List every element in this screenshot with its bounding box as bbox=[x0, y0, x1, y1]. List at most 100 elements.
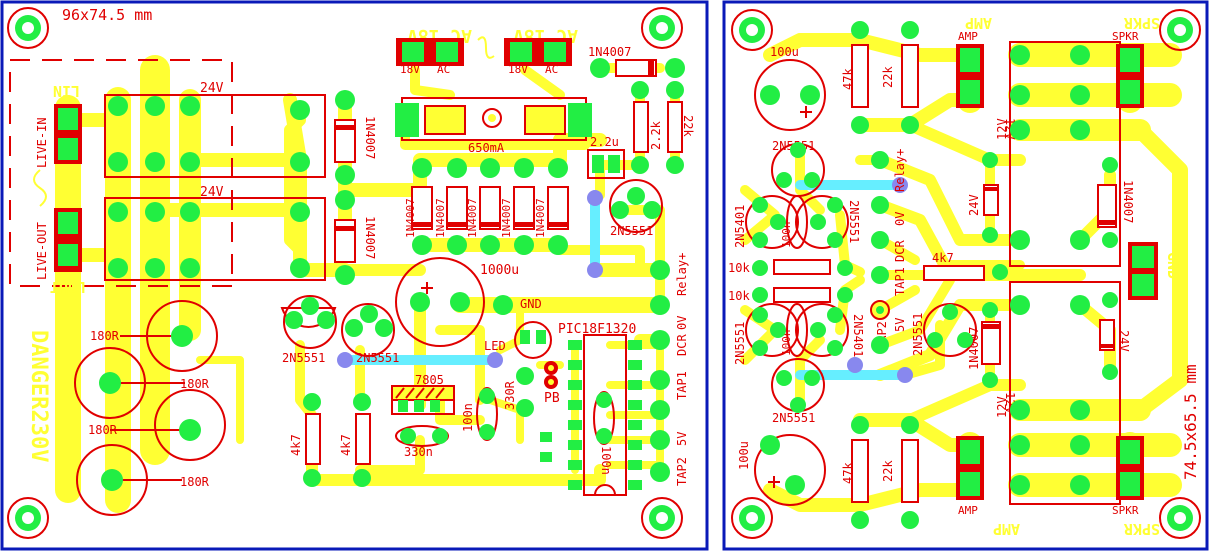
mounting-hole bbox=[641, 497, 683, 539]
res-label: 4k7 bbox=[339, 434, 353, 456]
spkr-label: SPKR bbox=[1112, 30, 1139, 43]
res-22k: 22k bbox=[667, 101, 695, 153]
amp-label: AMP bbox=[958, 30, 978, 43]
conn-label: TAP2 bbox=[675, 457, 689, 486]
terminal-label: 18V bbox=[508, 63, 528, 76]
lin-label: LIN bbox=[53, 82, 80, 100]
res-label: 330R bbox=[503, 380, 517, 410]
live-out-label: LIVE-OUT bbox=[35, 222, 49, 280]
fuse-label: 650mA bbox=[468, 141, 505, 155]
pb-header bbox=[544, 361, 558, 389]
zener-label: 24V bbox=[967, 194, 981, 216]
mounting-hole bbox=[641, 7, 683, 49]
relay-voltage: 24V bbox=[200, 81, 224, 96]
led-label: LED bbox=[484, 339, 506, 353]
diode-label: 1N4007 bbox=[534, 198, 547, 238]
right-pads bbox=[752, 21, 1118, 529]
amp-silk: AMP bbox=[965, 14, 992, 32]
res-label: 10k bbox=[728, 289, 750, 303]
cap-label: 1000u bbox=[480, 263, 519, 278]
diode-top: 1N4007 bbox=[588, 45, 657, 77]
res-4k7: 4k7 bbox=[923, 251, 985, 281]
pic-mcu: PIC18F1320 bbox=[558, 322, 636, 496]
conn-label: DCR bbox=[893, 240, 907, 262]
cap-label: 100n bbox=[461, 403, 475, 432]
r180-label: 180R bbox=[90, 329, 120, 343]
diode-top: 1N4007 bbox=[1097, 180, 1135, 228]
r180-label: 180R bbox=[180, 475, 210, 489]
right-board: 74.5x65.5 mm 12V 12V 12V 12V AMP AMP SPK… bbox=[722, 0, 1209, 551]
res-22k-top: 22k bbox=[881, 44, 919, 108]
r180-label: 180R bbox=[180, 377, 210, 391]
diode-label: 1N4007 bbox=[588, 45, 631, 59]
diode-label: 1N4007 bbox=[1121, 180, 1135, 223]
res-10k-b: 10k bbox=[728, 287, 831, 303]
transistor-left2: 2N5551 bbox=[341, 303, 399, 365]
left-vias bbox=[337, 190, 603, 368]
spkr-silk: SPKR bbox=[1123, 14, 1160, 32]
res-22k-bottom: 22k bbox=[881, 439, 919, 503]
r330: 330R bbox=[503, 380, 517, 410]
live-in-connector: LIN LIVE-IN bbox=[35, 82, 82, 168]
relay-voltage: 24V bbox=[200, 185, 224, 200]
res-4k7-b: 4k7 bbox=[339, 413, 371, 465]
res-label: 10k bbox=[728, 261, 750, 275]
left-jumpers bbox=[340, 190, 600, 365]
conn-label: 0V bbox=[675, 316, 689, 330]
cap-label: 100n bbox=[599, 446, 613, 475]
cap-label: 100u bbox=[770, 45, 799, 59]
trans-label: 2N5551 bbox=[610, 224, 653, 238]
zener-label: 24V bbox=[1117, 330, 1131, 352]
relay-bottom-outline bbox=[1009, 281, 1121, 505]
cap-100u-bottom: 100u bbox=[737, 434, 826, 506]
conn-label: TAP1 bbox=[893, 267, 907, 296]
conn-label: Relay+ bbox=[893, 149, 907, 192]
cap-label: 330n bbox=[404, 445, 433, 459]
trans-label: 2N5401 bbox=[733, 205, 747, 248]
conn-label: DCR bbox=[675, 334, 689, 356]
fuse-holder: 650mA bbox=[395, 97, 592, 155]
res-label: 4k7 bbox=[932, 251, 954, 265]
relay-voltage: 12V bbox=[995, 118, 1009, 140]
led: LED bbox=[484, 321, 552, 359]
rect-diode: 1N4007 bbox=[434, 186, 468, 238]
diode-label: 1N4007 bbox=[404, 198, 417, 238]
rect-diode: 1N4007 bbox=[466, 186, 501, 238]
mounting-hole bbox=[1159, 497, 1201, 539]
conn-label: 0V bbox=[893, 212, 907, 226]
rectifier-diodes: 1N4007 1N4007 1N4007 1N4007 1N4007 bbox=[404, 186, 569, 238]
left-square-pads bbox=[398, 155, 642, 490]
mounting-hole bbox=[1159, 9, 1201, 51]
res-47k-top: 47k bbox=[841, 44, 869, 108]
cap-label: 100u bbox=[737, 441, 751, 470]
transistors-right bbox=[745, 143, 977, 412]
cap-100u-top: 100u bbox=[754, 45, 826, 131]
rect-diode: 1N4007 bbox=[534, 186, 569, 238]
res-label: 47k bbox=[841, 462, 855, 484]
diode-label: 1N4007 bbox=[434, 198, 447, 238]
res-label: 2.2k bbox=[649, 120, 663, 150]
spkr-connector-bottom: SPKR SPKR bbox=[1112, 436, 1160, 538]
live-divider bbox=[33, 169, 47, 207]
diode-label: 1N4007 bbox=[500, 198, 513, 238]
terminal-label: AC bbox=[437, 63, 450, 76]
res-2k2: 2.2k bbox=[633, 101, 663, 153]
live-in-label: LIVE-IN bbox=[35, 117, 49, 168]
amp-connector-top: AMP AMP bbox=[956, 14, 992, 108]
lout-label: LOUT bbox=[50, 278, 86, 296]
left-mounting-holes bbox=[7, 7, 683, 539]
res-47k-bottom: 47k bbox=[841, 439, 869, 503]
trans-label: 2N5551 bbox=[733, 322, 747, 365]
transistor-right: 2N5551 bbox=[609, 179, 663, 238]
left-pads bbox=[99, 58, 685, 491]
rect-diode: 1N4007 bbox=[500, 186, 535, 238]
diode-label: 1N4007 bbox=[363, 116, 377, 159]
trans-label: 2N5551 bbox=[282, 351, 325, 365]
diode-mid: 1N4007 bbox=[967, 321, 1001, 370]
left-board: 96x74.5 mm AC 18V AC 18V 18V AC 18V AC bbox=[0, 0, 709, 551]
res-label: 4k7 bbox=[289, 434, 303, 456]
spkr-silk: SPKR bbox=[1123, 520, 1160, 538]
res-10k-a: 10k bbox=[728, 259, 831, 275]
amp-silk: AMP bbox=[993, 520, 1020, 538]
gnd-label: GND bbox=[520, 297, 542, 311]
